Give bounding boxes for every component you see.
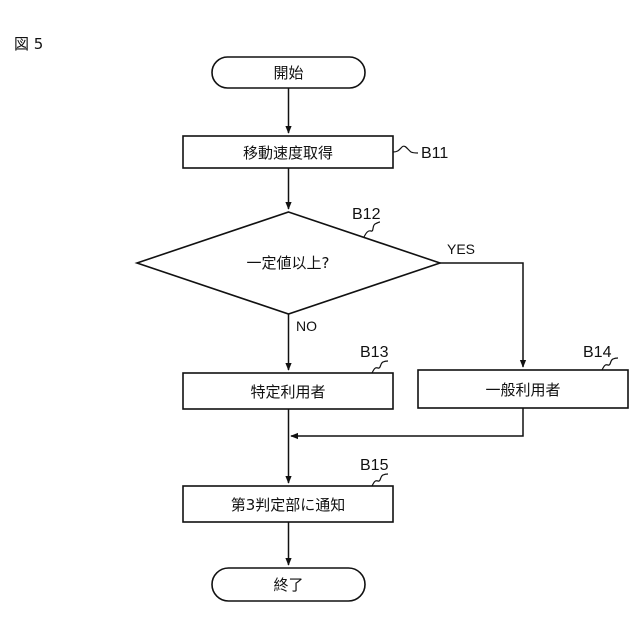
b12-ref: B12	[352, 206, 381, 223]
figure-label: 図 5	[14, 35, 43, 53]
b14-ref: B14	[583, 344, 612, 361]
b15-ref: B15	[360, 457, 389, 474]
b13-label: 特定利用者	[250, 383, 325, 401]
b13-ref-leader	[372, 361, 388, 373]
start-label: 開始	[273, 64, 303, 82]
b13-ref: B13	[360, 344, 389, 361]
edge-b12-yes-to-b14	[440, 263, 523, 367]
decision-b12: 一定値以上?	[137, 212, 440, 314]
b12-label: 一定値以上?	[247, 254, 330, 272]
start-terminal: 開始	[212, 57, 365, 88]
b15-label: 第3判定部に通知	[231, 496, 346, 514]
no-label: NO	[296, 318, 317, 334]
edge-b14-to-merge	[291, 408, 523, 436]
b11-ref: B11	[421, 145, 448, 162]
end-terminal: 終了	[212, 568, 365, 601]
end-label: 終了	[273, 576, 303, 594]
b15-ref-leader	[372, 474, 388, 486]
b14-label: 一般利用者	[485, 381, 560, 399]
yes-label: YES	[447, 241, 475, 257]
process-b13: 特定利用者	[183, 373, 393, 409]
process-b11: 移動速度取得	[183, 136, 393, 168]
b11-label: 移動速度取得	[243, 144, 333, 162]
b11-ref-leader	[393, 146, 418, 153]
process-b14: 一般利用者	[418, 370, 628, 408]
b12-ref-leader	[364, 222, 380, 237]
process-b15: 第3判定部に通知	[183, 486, 393, 522]
